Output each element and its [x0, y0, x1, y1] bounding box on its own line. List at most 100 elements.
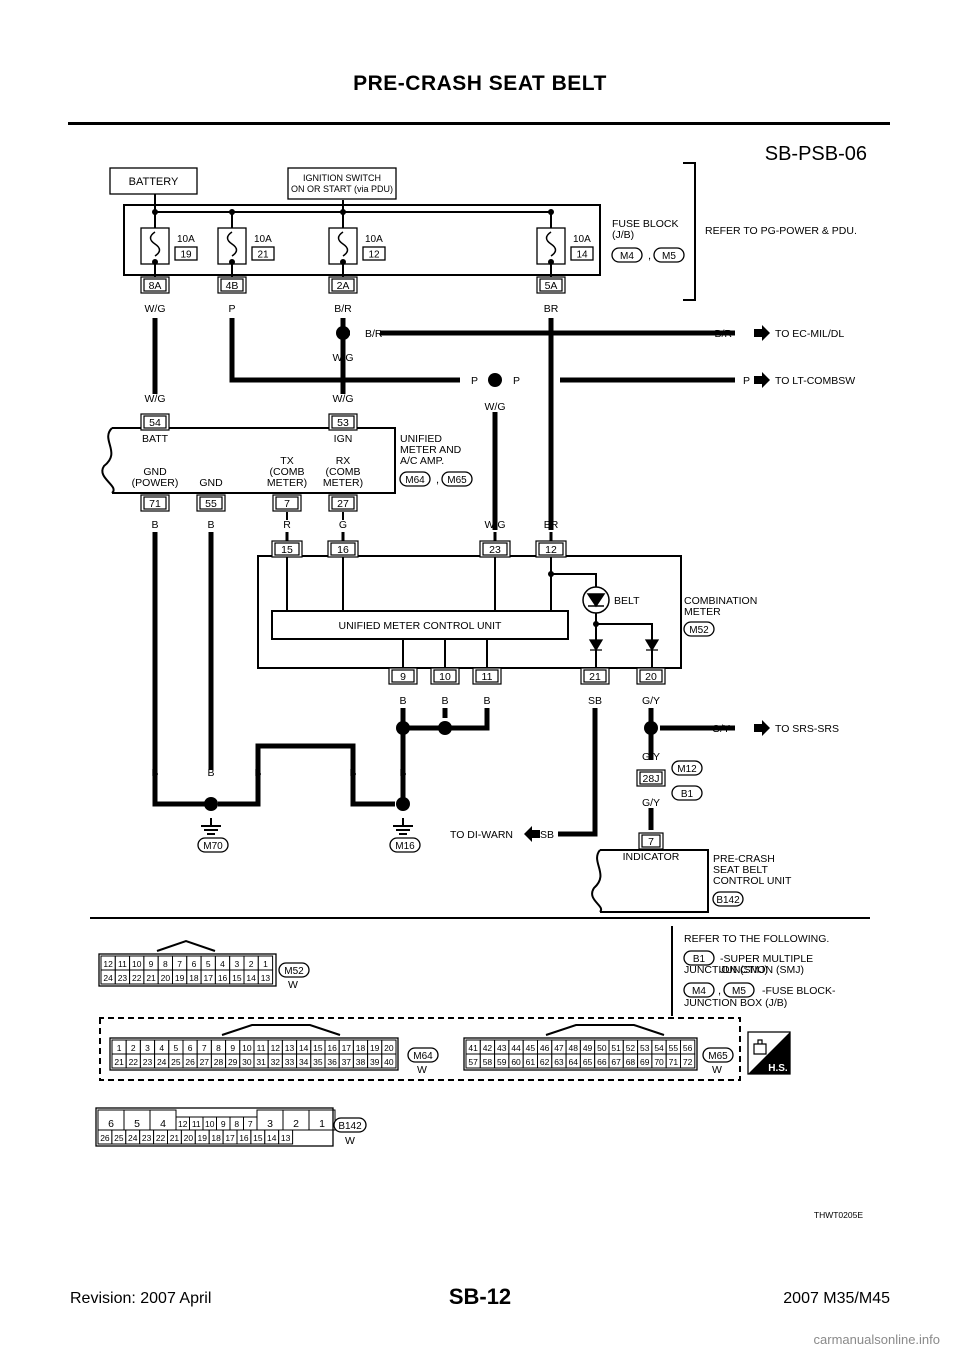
ground-splice-m16	[396, 797, 410, 811]
smj-connector: B1	[681, 789, 694, 800]
combination-meter-connector-oval	[683, 621, 715, 637]
wire-b-r-label: B/R	[365, 328, 383, 340]
wire-w-g-label: W/G	[485, 401, 506, 413]
m52-pin: 8	[163, 959, 168, 969]
combo-bottom-pin-box	[433, 669, 457, 683]
fuse-block-connector-oval	[653, 247, 685, 263]
m64-pin: 36	[327, 1057, 337, 1067]
m65-pin: 67	[611, 1057, 621, 1067]
combo-top-pin-box	[538, 542, 564, 556]
fuse-19-body	[140, 227, 170, 265]
combo-top-pin-box	[274, 542, 300, 556]
splice-ground-1	[396, 721, 410, 735]
m65-pin: 54	[654, 1043, 664, 1053]
m64-pin: 21	[114, 1057, 124, 1067]
wire-g-y-label: G/Y	[642, 751, 660, 763]
m65-pin: 57	[468, 1057, 478, 1067]
combo-top-wire: BR	[544, 519, 559, 531]
m64-pin: 40	[384, 1057, 394, 1067]
fuse-19-top-junction	[152, 209, 158, 215]
refer-connector-oval	[683, 982, 715, 998]
m52-pin: 12	[103, 959, 113, 969]
meter-bottom-label: GND	[199, 477, 223, 489]
model-text: 2007 M35/M45	[783, 1290, 890, 1307]
m64-pin: 22	[129, 1057, 139, 1067]
fuse-21-element	[226, 231, 238, 257]
combo-bottom-wire: B	[399, 695, 406, 707]
meter-bottom-label: METER)	[267, 477, 307, 489]
meter-bottom-wire: G	[339, 519, 347, 531]
fuse-21-body	[217, 227, 247, 265]
combo-bottom-pin-box	[475, 669, 499, 683]
m64-pin: 32	[271, 1057, 281, 1067]
meter-name: UNIFIED	[400, 433, 442, 445]
m64-pin: 23	[143, 1057, 153, 1067]
m52-pin: 10	[132, 959, 142, 969]
destination-di: TO DI-WARN	[450, 829, 513, 841]
combo-top-pin: 23	[489, 544, 501, 556]
m64-pin: 16	[327, 1043, 337, 1053]
m64-pin: 35	[313, 1057, 323, 1067]
meter-bottom-wire: R	[283, 519, 291, 531]
meter-bottom-pin: 55	[205, 498, 217, 510]
b142-pin: 1	[319, 1118, 325, 1130]
combo-top-pin-box	[482, 542, 508, 556]
ignition-switch-label: IGNITION SWITCH	[303, 173, 381, 183]
b142-pin: 7	[248, 1119, 253, 1129]
pcs-connector: B142	[716, 895, 740, 906]
m65-pin: 61	[526, 1057, 536, 1067]
m65-pin: 43	[497, 1043, 507, 1053]
m65-pin: 68	[626, 1057, 636, 1067]
meter-bottom-label: (COMB	[270, 466, 305, 478]
fuse-14-top-junction	[548, 209, 554, 215]
fuse-block-connector-oval	[611, 247, 643, 263]
wire-g-y-srs: G/Y	[712, 723, 730, 735]
m65-pin: 64	[569, 1057, 579, 1067]
b142-pin: 4	[160, 1118, 166, 1130]
m64-pin: 24	[157, 1057, 167, 1067]
meter-pin-box	[143, 415, 167, 429]
refer-fb-text: JUNCTION BOX (J/B)	[684, 997, 787, 1009]
meter-connector: M65	[447, 475, 467, 486]
b142-pin: 5	[134, 1118, 140, 1130]
fuse-number: 21	[257, 250, 269, 261]
fuse-block-connector: M5	[662, 251, 676, 262]
belt-lamp-diode	[586, 593, 606, 608]
m64-pin: 15	[313, 1043, 323, 1053]
b142-pin: 12	[178, 1119, 188, 1129]
m64-pin: 12	[271, 1043, 281, 1053]
b142-pin: 19	[198, 1133, 208, 1143]
hs-badge-fill	[748, 1032, 790, 1074]
m64-color: W	[417, 1064, 427, 1076]
m64-pin: 2	[131, 1043, 136, 1053]
pcs-terminal-label: INDICATOR	[623, 851, 680, 863]
combo-top-pin-box	[330, 542, 356, 556]
fuse-19-element	[149, 231, 161, 257]
b142-housing	[95, 1107, 334, 1147]
m65-pin: 56	[683, 1043, 693, 1053]
b142-label: B142	[338, 1121, 362, 1132]
refer-smj-text: -SUPER MULTIPLE	[720, 953, 813, 965]
combination-meter-name: METER	[684, 606, 721, 618]
b142-pin: 6	[108, 1118, 114, 1130]
m64-pin: 34	[299, 1057, 309, 1067]
ground-wire: B	[254, 767, 261, 779]
wire-w-g-label: W/G	[145, 393, 166, 405]
m65-pin: 65	[583, 1057, 593, 1067]
pcs-connector-oval	[712, 891, 744, 907]
m52-pin: 22	[132, 973, 142, 983]
combo-top-pin: 12	[545, 544, 557, 556]
m65-pin: 63	[554, 1057, 564, 1067]
meter-bottom-pin-box	[143, 496, 167, 510]
combo-junction	[548, 571, 554, 577]
combo-bottom-pin-box	[583, 669, 607, 683]
combo-bottom-pin: 11	[482, 671, 493, 683]
b142-label-oval	[333, 1117, 367, 1133]
m52-pin: 9	[149, 959, 154, 969]
m65-pin: 41	[468, 1043, 478, 1053]
m52-pin: 7	[177, 959, 182, 969]
fuse-21-top-junction	[229, 209, 235, 215]
m65-pin: 46	[540, 1043, 550, 1053]
belt-label: BELT	[614, 595, 640, 607]
meter-bottom-label: TX	[280, 455, 293, 467]
